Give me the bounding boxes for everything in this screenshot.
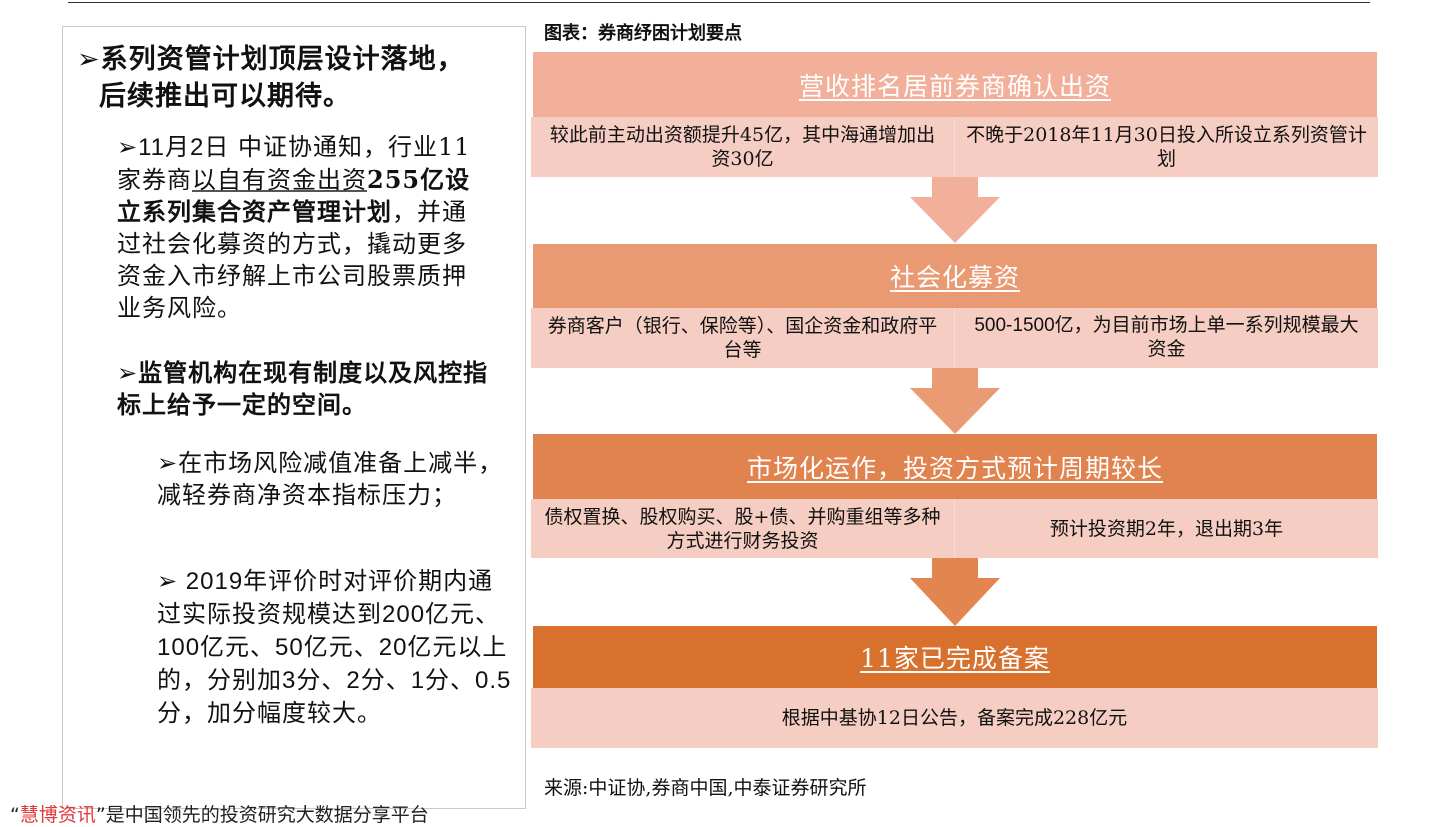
step-2-title: 社会化募资 [533,244,1377,308]
figure-caption: 图表：券商纾困计划要点 [544,23,742,44]
bullet-arrow-icon: ➢ [157,567,179,595]
bullet-arrow-icon: ➢ [77,44,101,75]
panel-heading: ➢系列资管计划顶层设计落地， 后续推出可以期待。 [77,41,517,115]
summary-panel: ➢系列资管计划顶层设计落地， 后续推出可以期待。 ➢11月2日 中证协通知，行业… [62,26,526,809]
point-regulatory-space: ➢监管机构在现有制度以及风控指标上给予一定的空间。 [117,357,507,421]
footer-open-quote: “ [10,804,20,826]
notice-text-1: 中证协通知，行业11家券商 [117,133,471,194]
step-2-details: 券商客户（银行、保险等）、国企资金和政府平台等 500-1500亿，为目前市场上… [531,308,1378,368]
step-3-detail-right: 预计投资期2年，退出期3年 [954,499,1378,558]
bullet-arrow-icon: ➢ [117,133,139,161]
point-csa-notice: ➢11月2日 中证协通知，行业11家券商以自有资金出资255亿设立系列集合资产管… [117,131,487,324]
down-arrow-icon [910,558,1000,626]
footer-watermark: “慧博资讯”是中国领先的投资研究大数据分享平台 [10,800,429,827]
footer-brand: 慧博资讯 [19,804,96,826]
notice-bold-amount: 255亿设立系列集合资产管理计划 [117,165,471,226]
risk-reserve-text: 在市场风险减值准备上减半，减轻券商净资本指标压力； [157,449,504,509]
step-1-detail-left: 较此前主动出资额提升45亿，其中海通增加出资30亿 [549,124,936,170]
step-4-title: 11家已完成备案 [533,626,1377,688]
notice-text-2: ，并通过社会化募资的方式，撬动更多资金入市纾解上市公司股票质押业务风险。 [117,198,467,322]
subpoint-evaluation-bonus: ➢ 2019年评价时对评价期内通过实际投资规模达到200亿元、100亿元、50亿… [157,565,517,730]
step-1-box: 营收排名居前券商确认出资 较此前主动出资额提升45亿，其中海通增加出资30亿 不… [531,52,1378,177]
bullet-arrow-icon: ➢ [117,359,139,387]
notice-underlined: 以自有资金出资 [192,166,367,194]
evaluation-text: 2019年评价时对评价期内通过实际投资规模达到200亿元、100亿元、50亿元、… [157,568,512,727]
footer-text: ”是中国领先的投资研究大数据分享平台 [95,804,429,826]
step-3-detail-left: 债权置换、股权购买、股+债、并购重组等多种方式进行财务投资 [544,505,941,552]
step-4-details: 根据中基协12日公告，备案完成228亿元 [531,688,1378,748]
step-3-title: 市场化运作，投资方式预计周期较长 [533,434,1377,499]
top-divider [68,2,1370,3]
down-arrow-icon [910,368,1000,434]
bullet-arrow-icon: ➢ [157,449,179,477]
subpoint-risk-reserve: ➢在市场风险减值准备上减半，减轻券商净资本指标压力； [157,447,507,511]
step-2-box: 社会化募资 券商客户（银行、保险等）、国企资金和政府平台等 500-1500亿，… [531,244,1378,368]
figure-source: 来源:中证协,券商中国,中泰证券研究所 [544,777,867,799]
step-3-box: 市场化运作，投资方式预计周期较长 债权置换、股权购买、股+债、并购重组等多种方式… [531,434,1378,558]
notice-date: 11月2日 [138,134,230,161]
step-1-title: 营收排名居前券商确认出资 [533,52,1377,117]
regulatory-text: 监管机构在现有制度以及风控指标上给予一定的空间。 [117,358,489,419]
step-4-box: 11家已完成备案 根据中基协12日公告，备案完成228亿元 [531,626,1378,748]
step-2-detail-right: 500-1500亿，为目前市场上单一系列规模最大资金 [954,308,1378,368]
step-4-detail: 根据中基协12日公告，备案完成228亿元 [781,707,1128,729]
step-3-details: 债权置换、股权购买、股+债、并购重组等多种方式进行财务投资 预计投资期2年，退出… [531,499,1378,558]
down-arrow-icon [910,177,1000,243]
step-1-detail-right: 不晚于2018年11月30日投入所设立系列资管计划 [954,117,1378,177]
heading-line-2: 后续推出可以期待。 [99,81,351,112]
heading-line-1: 系列资管计划顶层设计落地， [100,44,465,75]
step-1-details: 较此前主动出资额提升45亿，其中海通增加出资30亿 不晚于2018年11月30日… [531,117,1378,177]
step-2-detail-left: 券商客户（银行、保险等）、国企资金和政府平台等 [547,315,938,361]
